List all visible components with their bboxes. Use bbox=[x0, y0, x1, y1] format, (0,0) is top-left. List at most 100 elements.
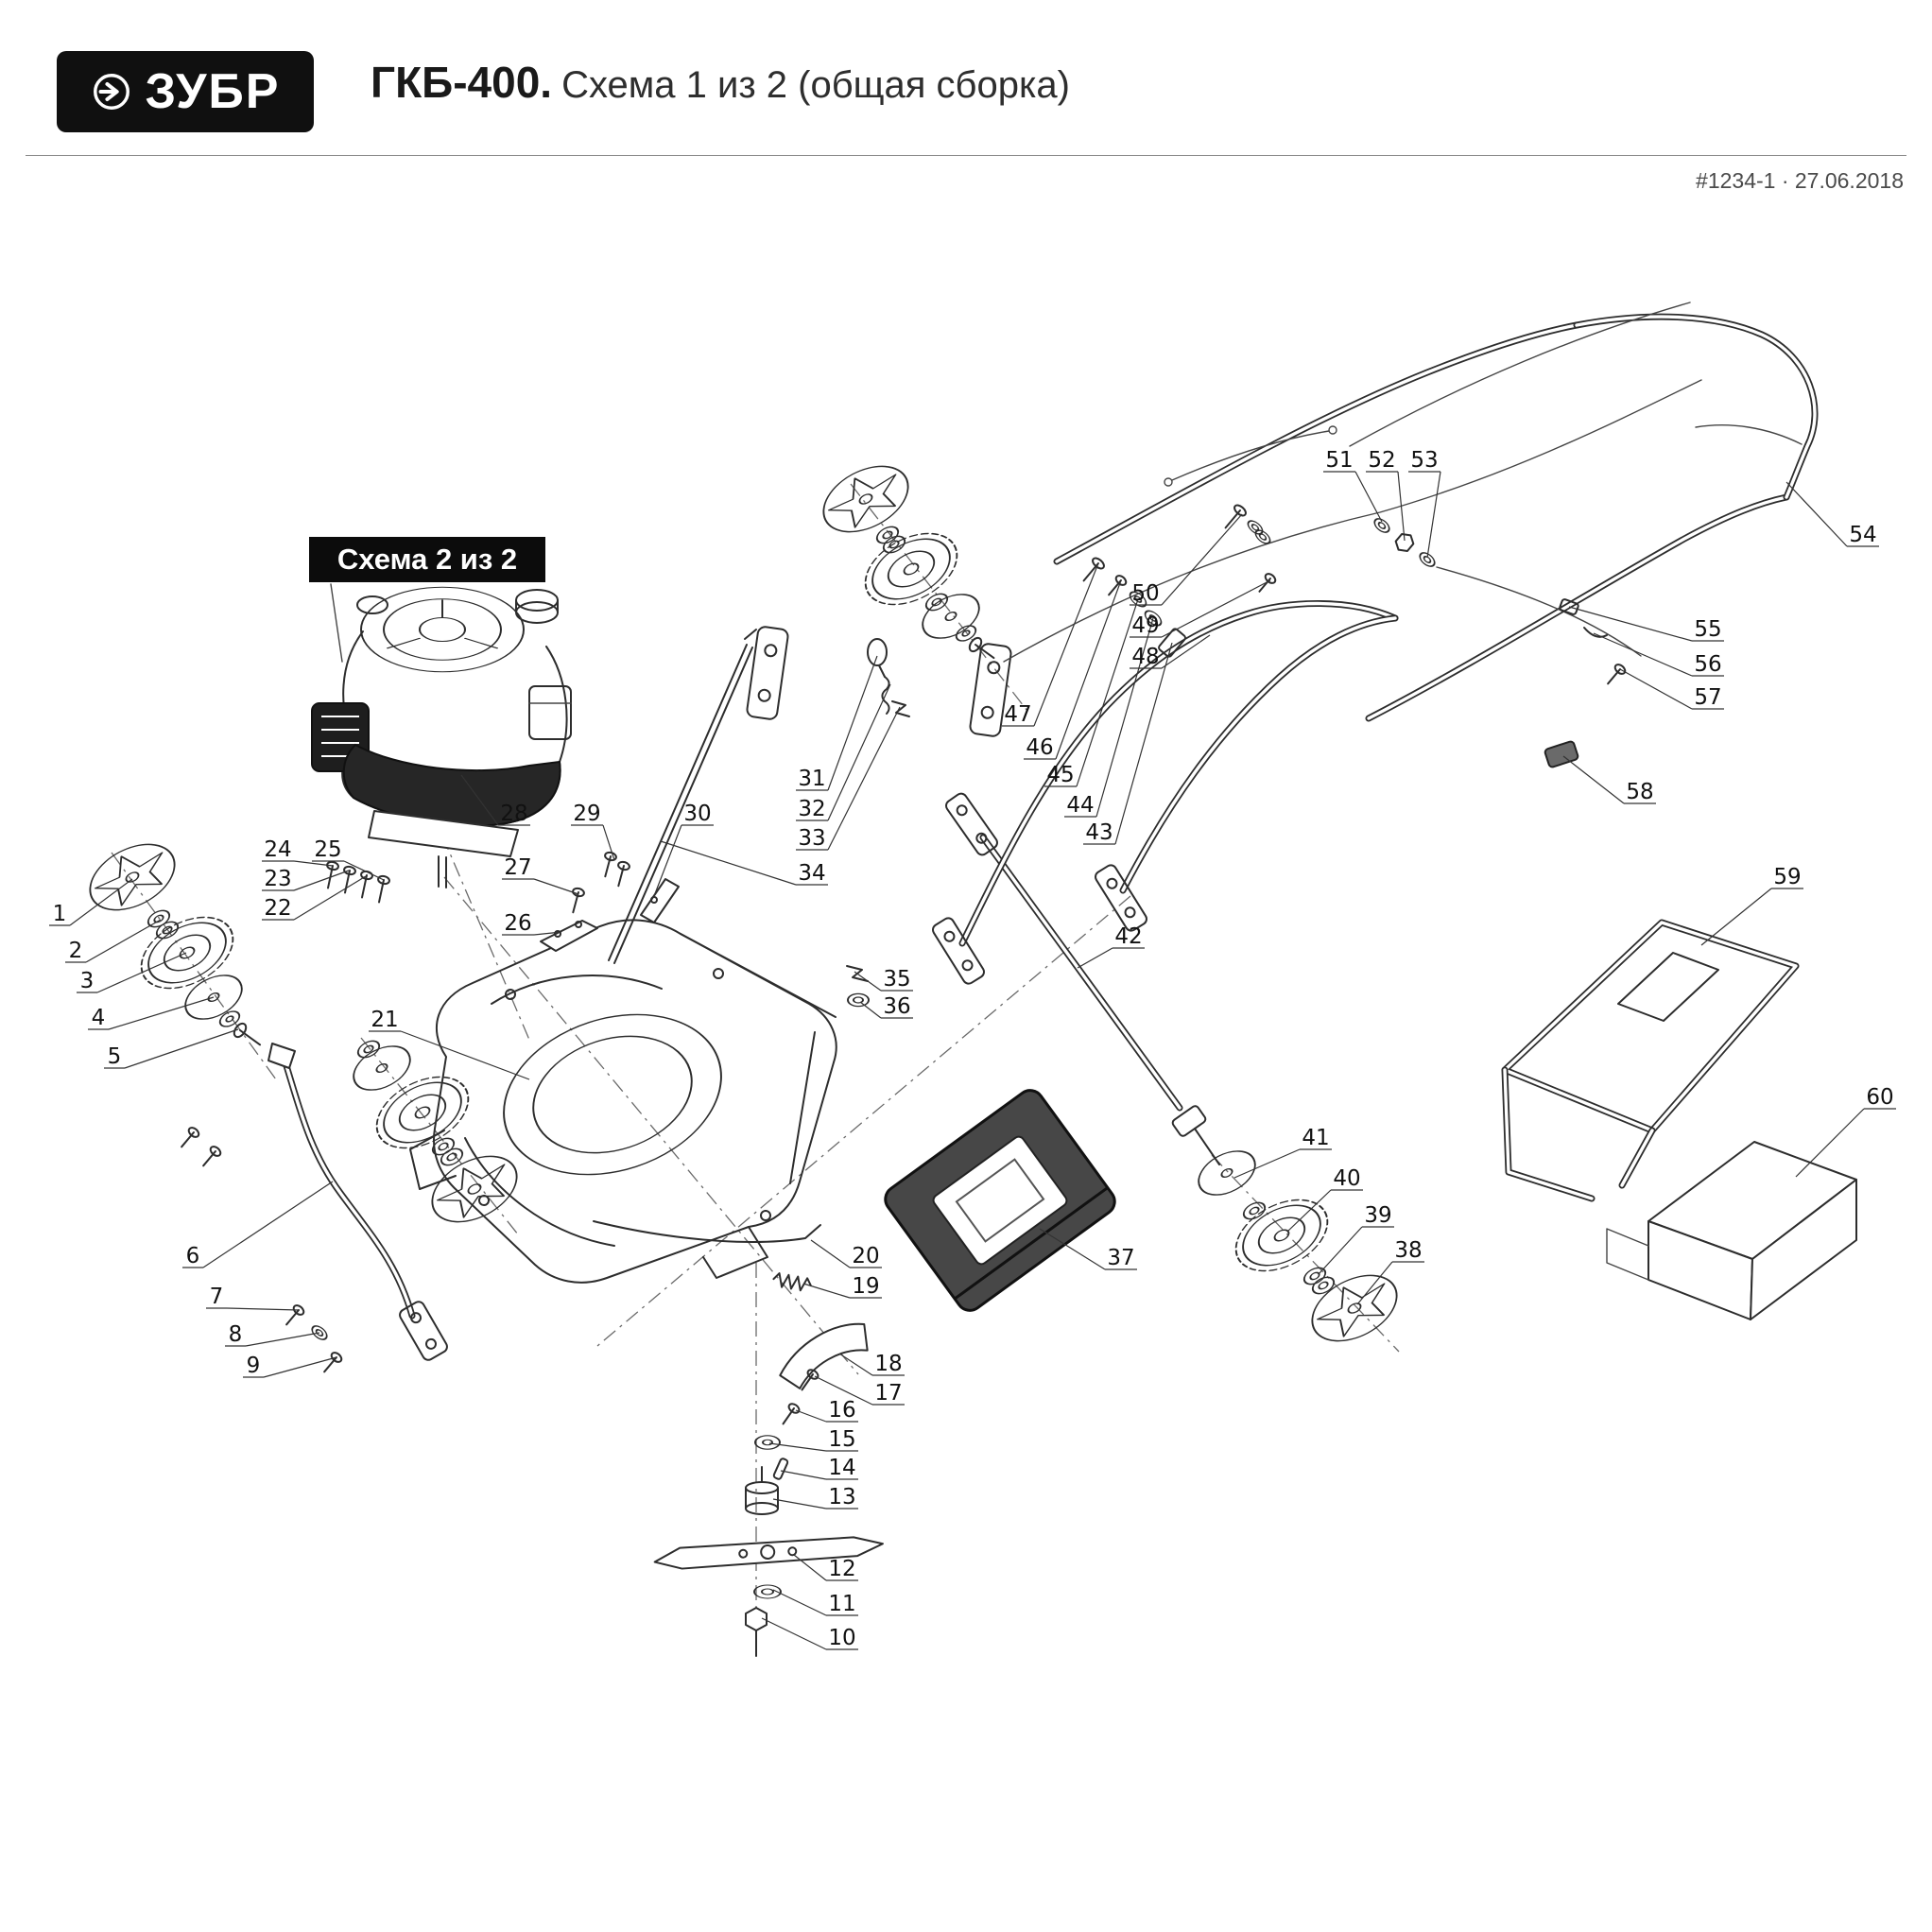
part-callout-55: 55 bbox=[1568, 606, 1724, 642]
part-callout-41: 41 bbox=[1233, 1126, 1332, 1179]
part-number-label: 21 bbox=[371, 1008, 398, 1032]
part-callout-56: 56 bbox=[1593, 632, 1724, 677]
part-callout-2: 2 bbox=[65, 919, 162, 963]
part-number-label: 41 bbox=[1302, 1126, 1329, 1150]
wheel-assembly-upper-middle bbox=[822, 465, 995, 660]
part-number-label: 6 bbox=[186, 1244, 200, 1268]
deck-bracket-plates bbox=[746, 626, 1012, 737]
part-number-label: 54 bbox=[1849, 523, 1876, 547]
part-number-label: 11 bbox=[828, 1592, 855, 1616]
part-number-label: 58 bbox=[1626, 780, 1653, 804]
part-number-label: 43 bbox=[1085, 820, 1113, 845]
part-number-label: 33 bbox=[798, 826, 825, 851]
part-number-label: 51 bbox=[1325, 448, 1353, 473]
part-callout-44: 44 bbox=[1064, 617, 1154, 818]
part-callout-16: 16 bbox=[795, 1398, 858, 1423]
part-callout-43: 43 bbox=[1083, 642, 1173, 845]
wheel-assembly-left-front bbox=[89, 843, 262, 1046]
blade-spindle-illustration bbox=[593, 1220, 884, 1657]
part-number-label: 50 bbox=[1131, 581, 1159, 606]
part-callout-25: 25 bbox=[312, 837, 385, 881]
part-callout-47: 47 bbox=[1002, 562, 1099, 727]
part-callout-4: 4 bbox=[88, 996, 215, 1030]
part-callout-10: 10 bbox=[761, 1617, 858, 1650]
doc-reference: #1234-1 · 27.06.2018 bbox=[1696, 168, 1904, 193]
part-number-label: 42 bbox=[1114, 924, 1142, 949]
part-callout-48: 48 bbox=[1130, 634, 1211, 669]
upper-handle-illustration bbox=[1053, 313, 1819, 722]
wheel-assembly-right-rear bbox=[1198, 1150, 1398, 1342]
part-number-label: 9 bbox=[247, 1354, 261, 1378]
part-callout-53: 53 bbox=[1408, 448, 1441, 559]
brand-name: ЗУБР bbox=[145, 64, 281, 119]
part-number-label: 44 bbox=[1066, 793, 1094, 818]
part-number-label: 31 bbox=[798, 767, 825, 791]
part-callout-17: 17 bbox=[814, 1375, 905, 1406]
part-callout-38: 38 bbox=[1356, 1238, 1424, 1305]
part-number-label: 34 bbox=[798, 861, 825, 886]
part-number-label: 53 bbox=[1410, 448, 1438, 473]
page-title-subtitle: Схема 1 из 2 (общая сборка) bbox=[561, 64, 1070, 106]
part-number-label: 45 bbox=[1046, 763, 1074, 787]
part-callout-42: 42 bbox=[1077, 924, 1145, 969]
handle-mount-hardware bbox=[1082, 504, 1627, 768]
part-number-label: 48 bbox=[1131, 645, 1159, 669]
part-number-label: 30 bbox=[683, 802, 711, 826]
part-callout-18: 18 bbox=[838, 1352, 905, 1376]
part-number-label: 10 bbox=[828, 1626, 855, 1650]
part-number-label: 17 bbox=[874, 1381, 902, 1406]
part-number-label: 49 bbox=[1131, 613, 1159, 638]
part-number-label: 32 bbox=[798, 797, 825, 821]
part-callout-36: 36 bbox=[859, 994, 913, 1019]
part-callout-40: 40 bbox=[1286, 1166, 1363, 1233]
front-axle-illustration bbox=[181, 1043, 448, 1373]
part-callout-26: 26 bbox=[502, 911, 562, 936]
header-divider bbox=[26, 155, 1906, 156]
part-callout-23: 23 bbox=[262, 867, 350, 891]
part-number-label: 28 bbox=[500, 802, 527, 826]
part-number-label: 25 bbox=[314, 837, 341, 862]
rear-flap-illustration bbox=[884, 1089, 1116, 1312]
brand-logo: ЗУБР bbox=[57, 51, 314, 132]
part-number-label: 22 bbox=[264, 896, 291, 921]
part-callout-58: 58 bbox=[1562, 755, 1656, 804]
part-number-label: 46 bbox=[1026, 735, 1053, 760]
part-callout-32: 32 bbox=[796, 683, 891, 821]
part-number-label: 27 bbox=[504, 855, 531, 880]
part-callout-49: 49 bbox=[1130, 579, 1271, 638]
rear-axle-illustration bbox=[945, 792, 1220, 1165]
inset-pointer-line bbox=[330, 583, 343, 663]
lower-handle-illustration bbox=[932, 600, 1399, 985]
part-callout-13: 13 bbox=[772, 1485, 858, 1509]
part-number-label: 1 bbox=[53, 902, 67, 926]
part-number-label: 39 bbox=[1364, 1203, 1391, 1228]
part-callout-27: 27 bbox=[502, 855, 579, 895]
part-callout-59: 59 bbox=[1700, 865, 1803, 946]
part-number-label: 3 bbox=[80, 969, 95, 993]
part-callout-50: 50 bbox=[1130, 513, 1243, 606]
part-number-label: 29 bbox=[573, 802, 600, 826]
part-number-label: 5 bbox=[108, 1044, 122, 1069]
part-callout-29: 29 bbox=[571, 802, 615, 861]
part-number-label: 15 bbox=[828, 1427, 855, 1452]
cables-illustration bbox=[1003, 302, 1803, 663]
part-number-label: 12 bbox=[828, 1557, 855, 1581]
part-callout-46: 46 bbox=[1024, 579, 1122, 760]
part-number-label: 40 bbox=[1333, 1166, 1360, 1191]
part-callout-51: 51 bbox=[1323, 448, 1383, 523]
part-number-label: 16 bbox=[828, 1398, 855, 1423]
part-callout-1: 1 bbox=[49, 878, 133, 926]
part-number-label: 59 bbox=[1773, 865, 1801, 889]
inset-schema-label: Схема 2 из 2 bbox=[309, 537, 545, 582]
part-number-label: 37 bbox=[1107, 1246, 1134, 1270]
part-number-label: 20 bbox=[852, 1244, 879, 1268]
part-number-label: 26 bbox=[504, 911, 531, 936]
part-number-label: 36 bbox=[883, 994, 910, 1019]
part-callout-52: 52 bbox=[1366, 448, 1406, 542]
part-number-label: 18 bbox=[874, 1352, 902, 1376]
part-callout-22: 22 bbox=[262, 875, 367, 921]
part-callout-11: 11 bbox=[772, 1589, 858, 1616]
part-number-label: 13 bbox=[828, 1485, 855, 1509]
part-number-label: 57 bbox=[1694, 685, 1721, 710]
